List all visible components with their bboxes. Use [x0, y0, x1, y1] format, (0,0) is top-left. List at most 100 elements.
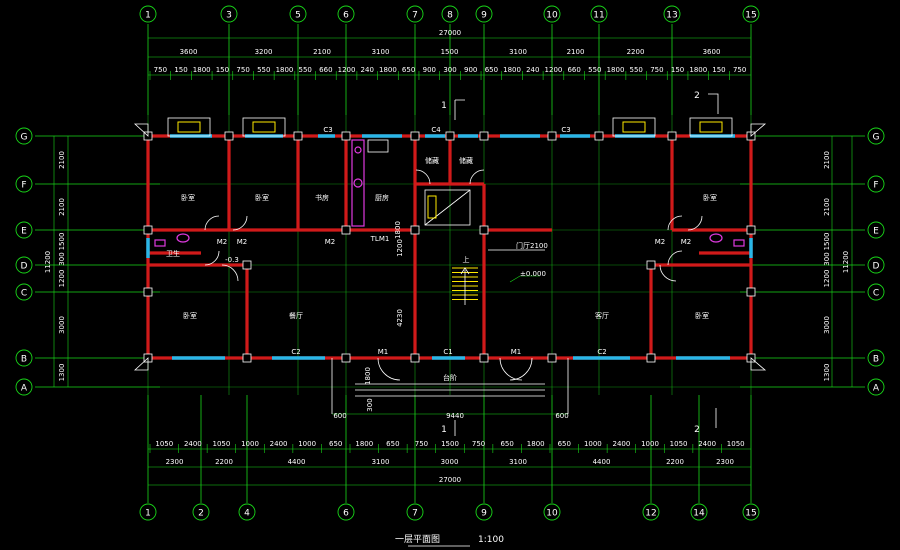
toilet-e	[709, 233, 723, 243]
dim-right-4: 1200	[823, 270, 831, 288]
axis-top-6-circle	[337, 5, 355, 23]
axis-left-A-circle	[15, 378, 33, 396]
room-bedroom_n2: 卧室	[255, 193, 269, 202]
porch-dim-4: 1800	[364, 367, 372, 385]
porch-sides	[331, 358, 569, 414]
column-2	[293, 131, 303, 141]
axis-top-11-label: 11	[593, 11, 604, 21]
dim-left-total: 11200	[44, 251, 52, 273]
toilet-w	[176, 233, 190, 243]
porch-dim-0: 600	[333, 412, 346, 420]
room-living: 客厅	[595, 311, 609, 320]
dim-top-row2-17: 1800	[503, 66, 521, 74]
column-8	[594, 131, 604, 141]
bay-window-1	[242, 117, 286, 137]
dim-left-1: 2100	[58, 198, 66, 216]
dim-top-row2-13: 900	[423, 66, 436, 74]
axis-bottom-12-circle	[642, 503, 660, 521]
column-3	[341, 131, 351, 141]
axis-bottom-10-label: 10	[546, 509, 558, 519]
dim-top-row2-3: 150	[216, 66, 229, 74]
dim-bottom-row1-13: 1800	[527, 440, 545, 448]
dim-top-row2-9: 1200	[338, 66, 356, 74]
corner-mark-3	[750, 357, 767, 371]
door-swing-2	[204, 250, 220, 266]
room-storage2: 储藏	[459, 156, 473, 165]
door-m2-a: M2	[217, 238, 228, 246]
dim-top-row2-26: 1800	[689, 66, 707, 74]
column-20	[341, 353, 351, 363]
dim-top-row2-18: 240	[526, 66, 539, 74]
dim-top-row2-4: 750	[236, 66, 249, 74]
axis-top-13-circle	[663, 5, 681, 23]
elevation-mark	[509, 275, 540, 283]
axis-bottom-2-label: 2	[198, 509, 204, 519]
dim-top-row2-5: 550	[257, 66, 270, 74]
room-bedroom_ne: 卧室	[703, 193, 717, 202]
axis-left-B-circle	[15, 349, 33, 367]
dim-bottom-row1-3: 1000	[241, 440, 259, 448]
axis-top-5-circle	[289, 5, 307, 23]
axis-bottom-9-label: 9	[481, 509, 487, 519]
axis-right-D-circle	[867, 256, 885, 274]
door-swing-11	[499, 357, 523, 381]
axis-right-A-label: A	[873, 384, 880, 394]
room-bedroom_nw: 卧室	[181, 193, 195, 202]
dim-top-row2-6: 1800	[276, 66, 294, 74]
axis-bottom-14-circle	[690, 503, 708, 521]
bay-window-2	[612, 117, 656, 137]
axis-bottom-7-label: 7	[412, 509, 418, 519]
axis-bottom-7-circle	[406, 503, 424, 521]
dim-bottom-row1-19: 2400	[698, 440, 716, 448]
axis-top-10-label: 10	[546, 11, 558, 21]
door-swing-6	[667, 250, 683, 266]
door-m2-d: M2	[681, 238, 692, 246]
axis-bottom-4-circle	[238, 503, 256, 521]
axis-left-C-circle	[15, 283, 33, 301]
room-bath_w: 卫生	[166, 249, 180, 258]
dim-right-1: 2100	[823, 198, 831, 216]
axis-top-9-label: 9	[481, 11, 487, 21]
dim-bottom-row1-0: 1050	[155, 440, 173, 448]
axis-left-G-label: G	[21, 133, 28, 143]
axis-right-B-circle	[867, 349, 885, 367]
section-1-bottom: 1	[441, 425, 447, 435]
dim-top-row1-5: 3100	[509, 48, 527, 56]
dim-top-row2-14: 300	[443, 66, 456, 74]
room-storage1: 储藏	[425, 156, 439, 165]
column-9	[667, 131, 677, 141]
dim-top-row2-12: 650	[402, 66, 415, 74]
axis-top-3-label: 3	[226, 11, 232, 21]
dim-bottom-row1-8: 650	[386, 440, 399, 448]
lobby-dim: 门厅2100	[516, 241, 548, 250]
axis-left-F-circle	[15, 175, 33, 193]
column-17	[746, 287, 756, 297]
dim-top-row2-21: 550	[588, 66, 601, 74]
axis-bottom-9-circle	[475, 503, 493, 521]
column-7	[547, 131, 557, 141]
window-c1: C1	[443, 348, 452, 356]
column-11	[143, 225, 153, 235]
door-swing-5	[687, 215, 703, 231]
fixtures	[133, 93, 767, 547]
door-swing-10	[377, 357, 401, 381]
dim-bottom-row2-4: 3000	[441, 458, 459, 466]
stove-burner-1	[353, 178, 363, 188]
door-swing-9	[469, 169, 485, 185]
axis-left-G-circle	[15, 127, 33, 145]
axis-top-1-label: 1	[145, 11, 151, 21]
bay-window-0	[167, 117, 211, 137]
dim-top-row2-22: 1800	[607, 66, 625, 74]
axis-left-F-label: F	[21, 181, 26, 191]
dim-top-row1-1: 3200	[255, 48, 273, 56]
dim-top-row1-3: 3100	[372, 48, 390, 56]
dim-top-row2-10: 240	[361, 66, 374, 74]
column-19	[242, 353, 252, 363]
column-16	[143, 287, 153, 297]
basin-w	[154, 239, 166, 247]
dim-top-row1-6: 2100	[567, 48, 585, 56]
dim-top-row2-23: 550	[630, 66, 643, 74]
